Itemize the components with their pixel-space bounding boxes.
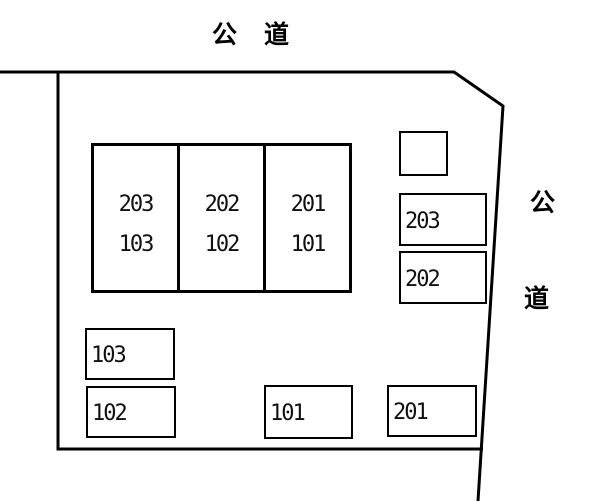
space-label: 202 [405, 266, 441, 292]
road-label-top: 公 道 [212, 20, 291, 49]
space-box-202: 202 [399, 251, 487, 304]
space-box-unlabeled [399, 131, 448, 176]
boundary-top-right-edge [0, 70, 505, 501]
road-label-right-upper: 公 [530, 188, 556, 217]
space-label: 101 [270, 401, 306, 426]
space-label: 103 [91, 343, 127, 368]
building-block: 203 103 202 102 201 101 [91, 143, 352, 293]
space-box-102: 102 [86, 386, 176, 438]
building-cell-3: 201 101 [266, 146, 349, 290]
unit-number-upper: 201 [290, 192, 327, 217]
space-box-201: 201 [387, 385, 477, 437]
space-box-203: 203 [399, 193, 487, 246]
space-label: 102 [92, 401, 128, 426]
building-cell-2: 202 102 [177, 146, 266, 290]
space-box-103: 103 [85, 328, 175, 380]
road-label-right-lower: 道 [524, 284, 550, 313]
space-box-101: 101 [264, 385, 353, 439]
building-cell-1: 203 103 [94, 146, 177, 290]
unit-number-lower: 103 [118, 232, 155, 257]
unit-number-upper: 203 [118, 192, 155, 217]
space-label: 201 [393, 400, 429, 425]
unit-number-lower: 101 [290, 232, 327, 257]
space-label: 203 [405, 208, 441, 234]
unit-number-lower: 102 [204, 232, 241, 257]
unit-number-upper: 202 [204, 192, 241, 217]
